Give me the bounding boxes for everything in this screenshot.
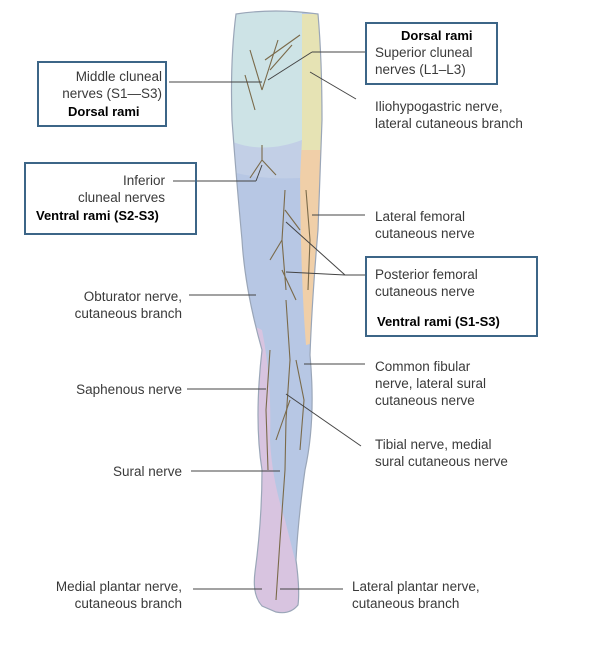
posterior-femoral-box [365, 256, 538, 337]
medial-plantar-label: Medial plantar nerve, cutaneous branch [55, 579, 182, 611]
middle-cluneal-box [37, 61, 167, 127]
iliohypogastric-label: Iliohypogastric nerve, lateral cutaneous… [375, 99, 523, 131]
posterior-femoral-rami: Ventral rami (S1-S3) [377, 314, 500, 329]
posterior-femoral-label: Posterior femoral cutaneous nerve [375, 267, 478, 299]
superior-cluneal-label: Superior cluneal nerves (L1–L3) [375, 45, 473, 77]
inferior-cluneal-region [231, 140, 302, 179]
obturator-label: Obturator nerve, cutaneous branch [74, 289, 182, 321]
superior-cluneal-box [365, 22, 498, 85]
inferior-cluneal-label: Inferior cluneal nerves [77, 173, 165, 205]
lateral-femoral-label: Lateral femoral cutaneous nerve [375, 209, 475, 241]
middle-cluneal-rami: Dorsal rami [68, 104, 140, 119]
sural-label: Sural nerve [112, 464, 182, 479]
saphenous-label: Saphenous nerve [76, 382, 182, 397]
gluteal-region [231, 11, 302, 152]
iliohypogastric-region [300, 14, 322, 150]
common-fibular-label: Common fibular nerve, lateral sural cuta… [375, 359, 487, 408]
lateral-plantar-label: Lateral plantar nerve, cutaneous branch [352, 579, 480, 611]
superior-cluneal-rami: Dorsal rami [401, 28, 473, 43]
tibial-label: Tibial nerve, medial sural cutaneous ner… [375, 437, 508, 469]
inferior-cluneal-box [24, 162, 197, 235]
middle-cluneal-label: Middle cluneal nerves (S1—S3) [62, 69, 162, 101]
inferior-cluneal-rami: Ventral rami (S2-S3) [36, 208, 159, 223]
